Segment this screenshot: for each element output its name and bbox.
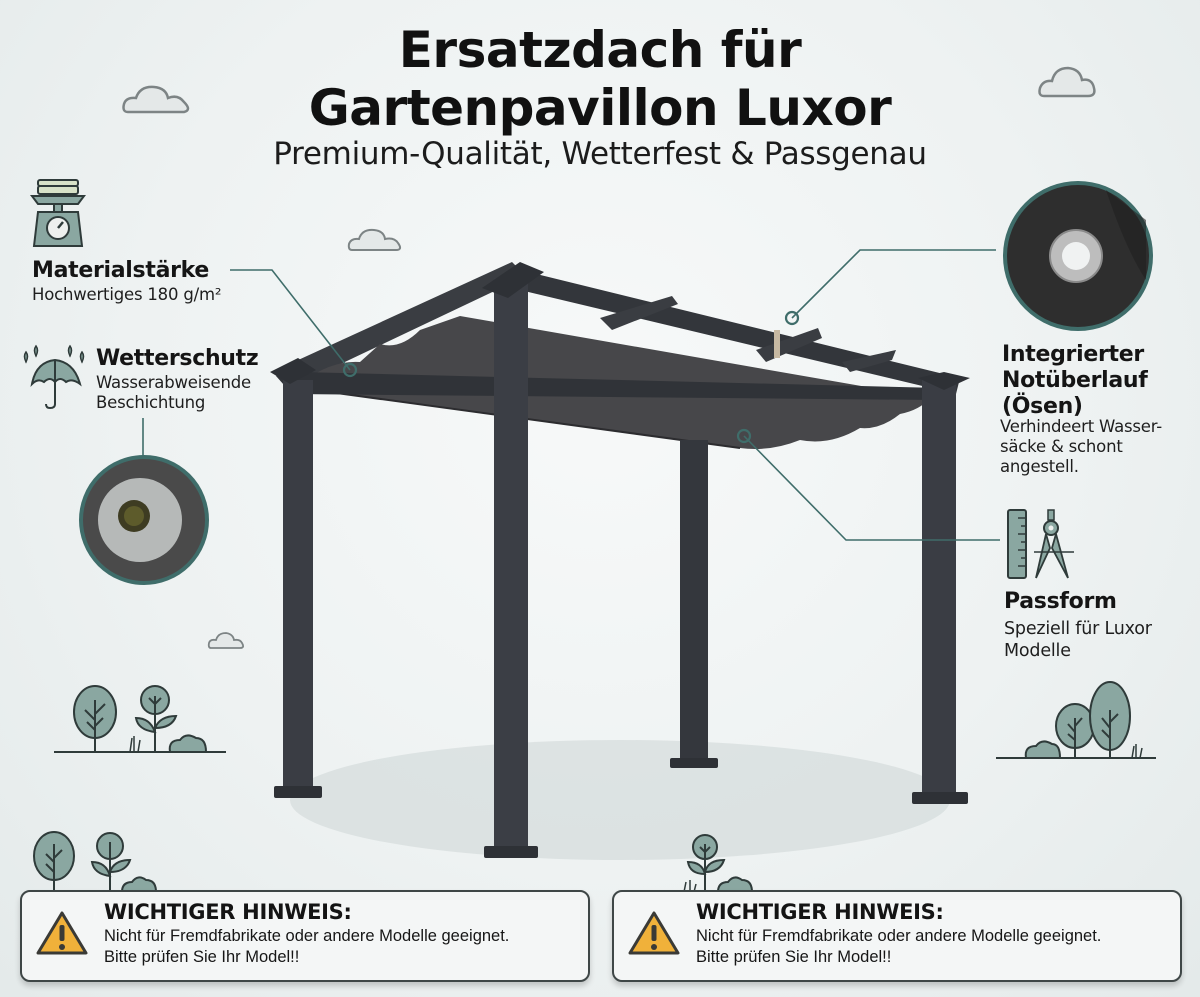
notice-line1: Nicht für Fremdfabrikate oder andere Mod… xyxy=(696,927,1102,945)
cloud-icon xyxy=(122,85,190,114)
trees-icon xyxy=(33,831,158,893)
drain-valve-closeup xyxy=(79,455,209,585)
cloud-icon xyxy=(207,632,245,649)
overflow-text-line2: säcke & schont xyxy=(1000,437,1123,456)
fit-text-line2: Modelle xyxy=(1004,641,1071,661)
warning-notice: WICHTIGER HINWEIS: Nicht für Fremdfabrik… xyxy=(612,890,1182,982)
umbrella-icon xyxy=(23,344,85,410)
material-title: Materialstärke xyxy=(32,258,210,283)
weather-text-line2: Beschichtung xyxy=(96,393,206,412)
material-text: Hochwertiges 180 g/m² xyxy=(32,285,222,304)
notice-text: Nicht für Fremdfabrikate oder andere Mod… xyxy=(696,926,1101,968)
ruler-compass-icon xyxy=(1007,509,1074,579)
cloud-icon xyxy=(347,228,402,251)
notice-line1: Nicht für Fremdfabrikate oder andere Mod… xyxy=(104,927,510,945)
fit-title: Passform xyxy=(1004,589,1117,614)
page-title-line2: Gartenpavillon Luxor xyxy=(308,79,892,137)
overflow-title-line3: (Ösen) xyxy=(1002,394,1083,419)
warning-icon xyxy=(36,911,88,955)
weather-title: Wetterschutz xyxy=(96,346,259,371)
trees-icon xyxy=(996,681,1156,759)
trees-icon xyxy=(54,685,226,753)
page-subtitle: Premium-Qualität, Wetterfest & Passgenau xyxy=(273,136,927,172)
warning-icon xyxy=(628,911,680,955)
grommet-closeup xyxy=(1003,181,1153,331)
overflow-title-line1: Integrierter xyxy=(1002,342,1144,367)
page-title-line1: Ersatzdach für xyxy=(398,21,802,79)
notice-title: WICHTIGER HINWEIS: xyxy=(696,900,944,924)
notice-text: Nicht für Fremdfabrikate oder andere Mod… xyxy=(104,926,509,968)
scale-icon xyxy=(30,179,86,247)
warning-notice: WICHTIGER HINWEIS: Nicht für Fremdfabrik… xyxy=(20,890,590,982)
overflow-title-line2: Notüberlauf xyxy=(1002,368,1148,393)
cloud-icon xyxy=(1038,66,1096,98)
overflow-text-line1: Verhindeert Wasser- xyxy=(1000,417,1163,436)
weather-text-line1: Wasserabweisende xyxy=(96,373,251,392)
overflow-text-line3: angestell. xyxy=(1000,457,1079,476)
notice-line2: Bitte prüfen Sie Ihr Model!! xyxy=(104,948,300,966)
notice-line2: Bitte prüfen Sie Ihr Model!! xyxy=(696,948,892,966)
trees-icon xyxy=(683,834,754,893)
fit-text-line1: Speziell für Luxor xyxy=(1004,619,1152,639)
notice-title: WICHTIGER HINWEIS: xyxy=(104,900,352,924)
